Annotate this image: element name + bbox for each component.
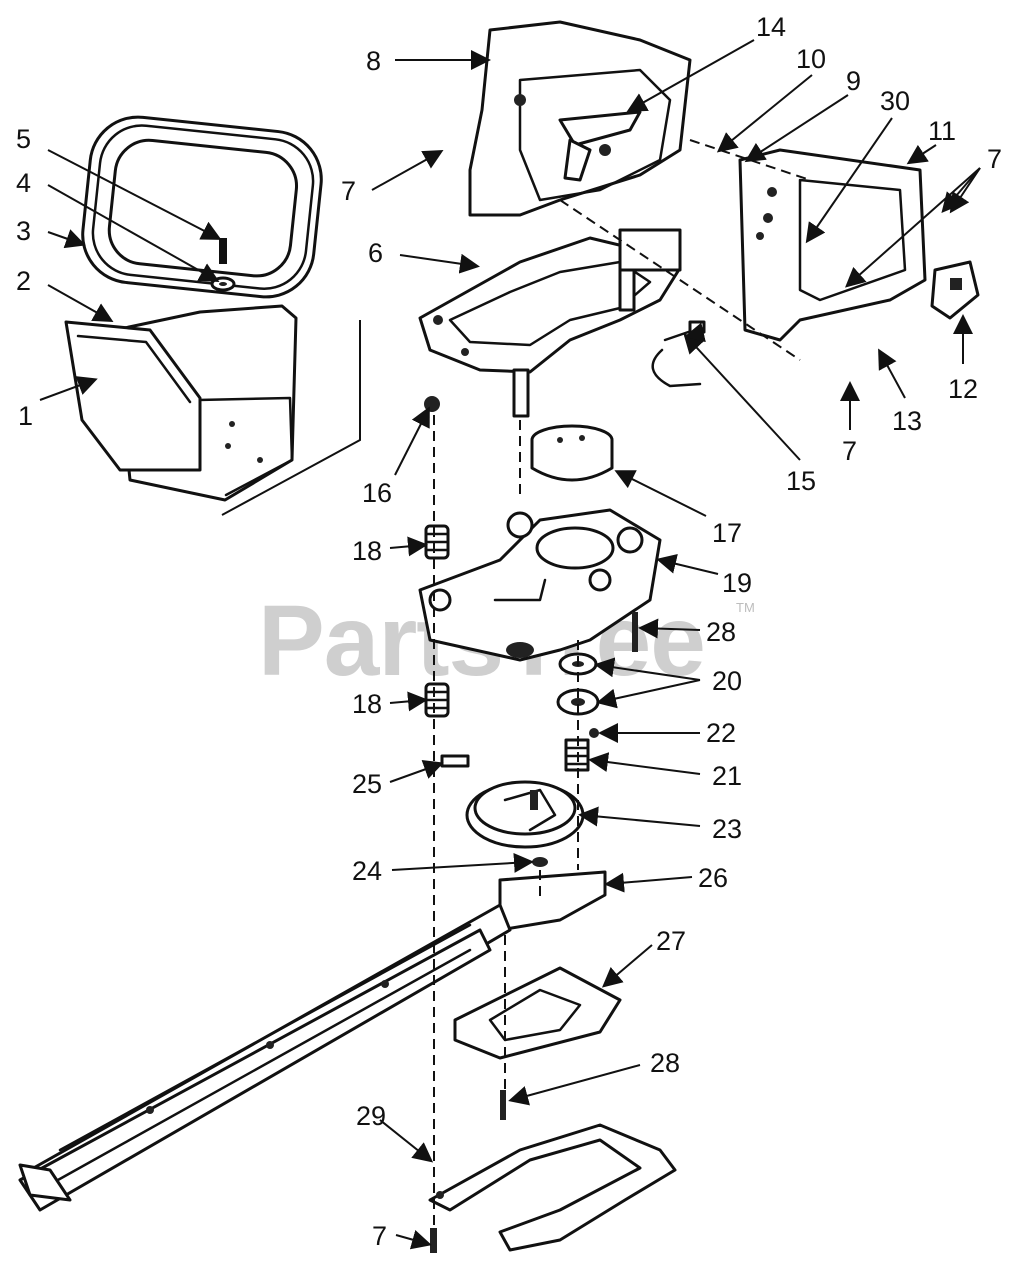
callout-23: 23 xyxy=(712,814,742,844)
part-pinion xyxy=(564,728,599,772)
callout-22: 22 xyxy=(706,718,736,748)
part-key xyxy=(440,754,470,768)
callout-19: 19 xyxy=(722,568,752,598)
part-cup xyxy=(530,424,614,482)
part-rear-handle xyxy=(738,148,927,342)
part-hand-guard xyxy=(428,1123,677,1252)
callout-7-top: 7 xyxy=(341,176,356,206)
part-screws xyxy=(500,612,638,1120)
part-screw-bottom xyxy=(430,1228,437,1253)
part-switch xyxy=(930,260,980,320)
callout-9: 9 xyxy=(846,66,861,96)
callout-18-bottom: 18 xyxy=(352,689,382,719)
part-handle-cover xyxy=(64,320,202,472)
part-motor-housing xyxy=(468,20,692,217)
part-bottom-plate xyxy=(453,966,622,1060)
callout-26: 26 xyxy=(698,863,728,893)
watermark-trademark: TM xyxy=(736,600,755,615)
callout-11: 11 xyxy=(928,116,956,146)
callout-2: 2 xyxy=(16,266,31,296)
part-blade-assembly xyxy=(18,870,607,1212)
alignment-lines xyxy=(433,139,811,1230)
callout-6: 6 xyxy=(368,238,383,268)
leader-lines xyxy=(39,39,981,1250)
callout-20: 20 xyxy=(712,666,742,696)
callout-7-bottom: 7 xyxy=(372,1221,387,1251)
callout-3: 3 xyxy=(16,216,31,246)
callout-15: 15 xyxy=(786,466,816,496)
callout-14: 14 xyxy=(756,12,786,42)
callout-13: 13 xyxy=(892,406,922,436)
callout-16: 16 xyxy=(362,478,392,508)
callout-labels: 1 2 3 4 5 6 7 7 7 7 8 9 10 11 12 13 14 1… xyxy=(16,12,1002,1251)
callout-29: 29 xyxy=(356,1101,386,1131)
callout-5: 5 xyxy=(16,124,31,154)
callout-8: 8 xyxy=(366,46,381,76)
callout-18-top: 18 xyxy=(352,536,382,566)
callout-21: 21 xyxy=(712,761,742,791)
callout-17: 17 xyxy=(712,518,742,548)
callout-7-right: 7 xyxy=(987,144,1002,174)
part-large-gear xyxy=(465,780,585,849)
callout-12: 12 xyxy=(948,374,978,404)
callout-30: 30 xyxy=(880,86,910,116)
part-gear-case xyxy=(418,508,662,662)
callout-27: 27 xyxy=(656,926,686,956)
callout-28-top: 28 xyxy=(706,617,736,647)
part-front-handle xyxy=(81,115,323,299)
part-pin-wire xyxy=(651,320,706,388)
callout-25: 25 xyxy=(352,769,382,799)
callout-1: 1 xyxy=(18,401,33,431)
part-spacer xyxy=(532,857,548,867)
callout-7-mid: 7 xyxy=(842,436,857,466)
callout-10: 10 xyxy=(796,44,826,74)
part-gear-housing-frame xyxy=(418,228,682,418)
callout-4: 4 xyxy=(16,168,31,198)
callout-24: 24 xyxy=(352,856,382,886)
part-nut xyxy=(424,396,440,412)
callout-28-bottom: 28 xyxy=(650,1048,680,1078)
